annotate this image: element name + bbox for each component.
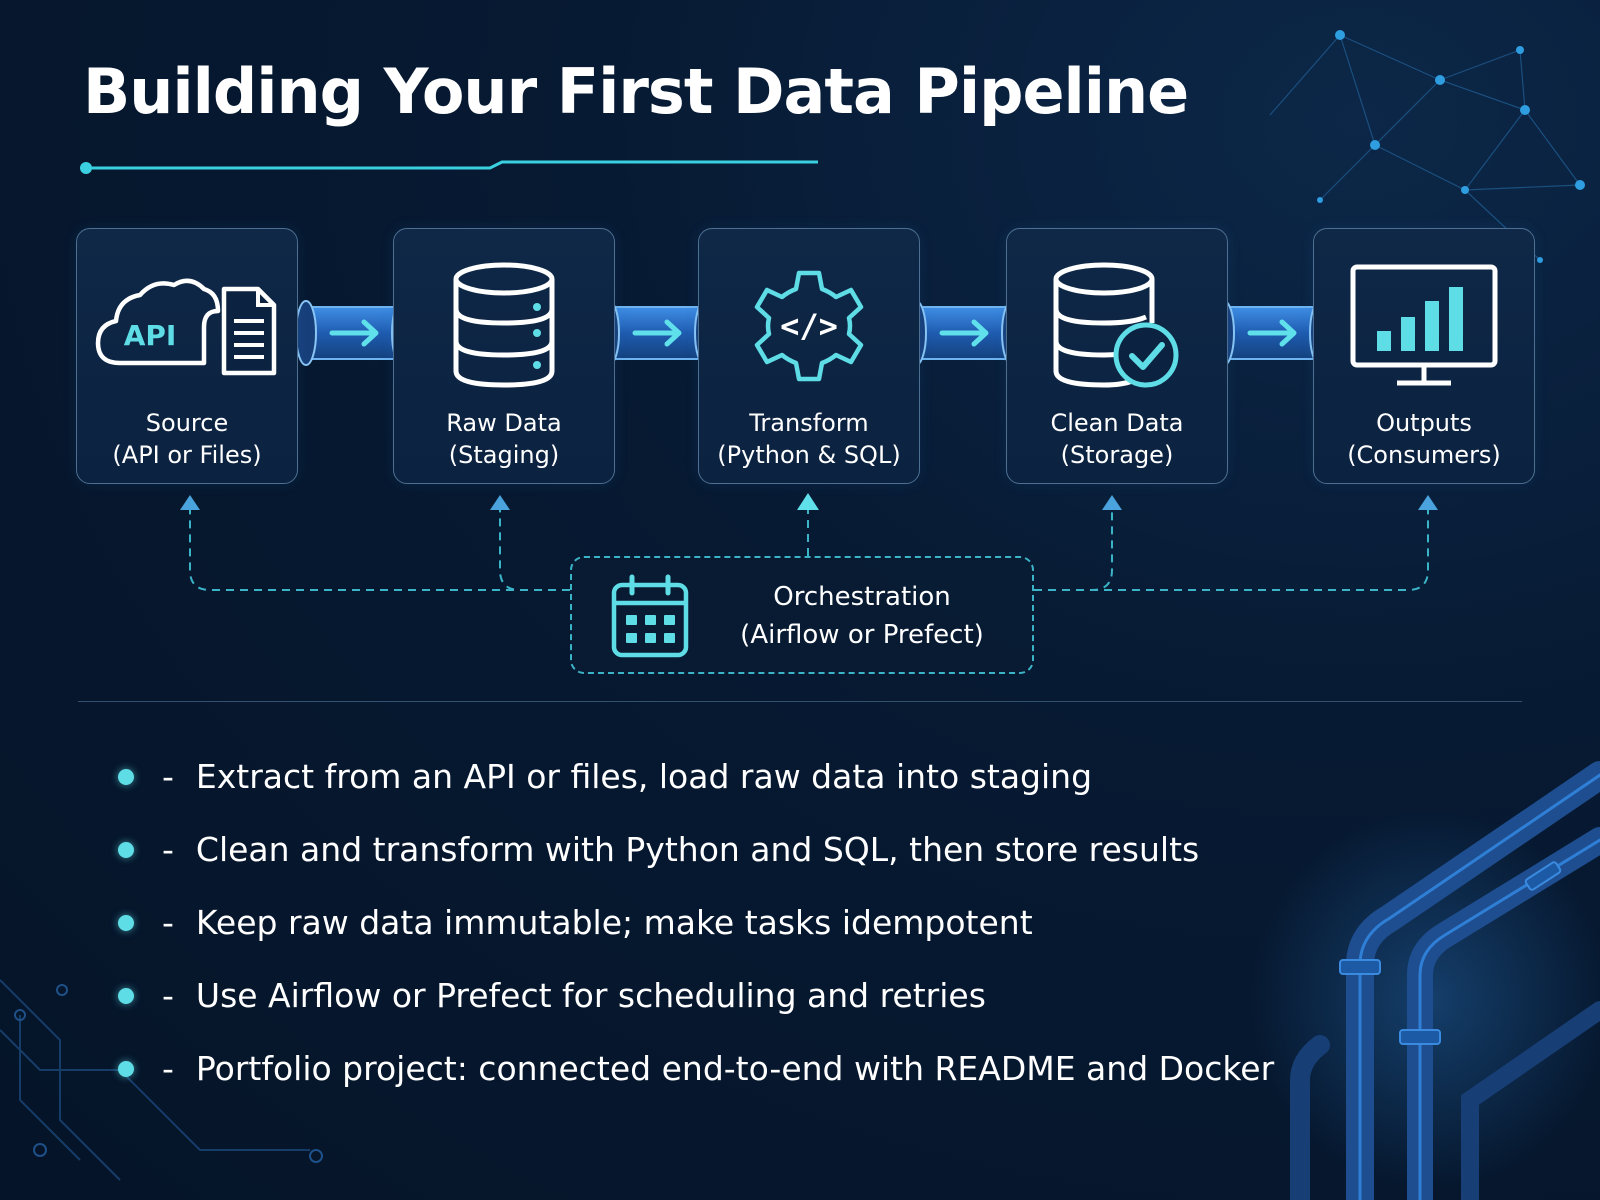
bullet-item: - Use Airflow or Prefect for scheduling … xyxy=(118,959,1274,1032)
orchestration-links xyxy=(189,505,1429,591)
bullet-item: - Keep raw data immutable; make tasks id… xyxy=(118,886,1274,959)
stage-label: Raw Data xyxy=(446,409,562,437)
connector-pipe xyxy=(905,300,1023,366)
bullet-text: Use Airflow or Prefect for scheduling an… xyxy=(195,976,986,1015)
stage-sublabel: (Python & SQL) xyxy=(717,441,901,469)
bullet-dot xyxy=(118,768,134,785)
cloud-api-file-icon: API xyxy=(77,251,297,401)
gear-code-icon: </> xyxy=(699,251,919,401)
database-icon xyxy=(394,251,614,401)
bullet-dot xyxy=(118,987,134,1004)
stage-label: Clean Data xyxy=(1050,409,1184,437)
bullet-list: - Extract from an API or files, load raw… xyxy=(118,740,1274,1105)
stage-sublabel: (Staging) xyxy=(448,441,560,469)
bullet-dot xyxy=(118,841,134,858)
stage-label: Source xyxy=(145,409,229,437)
orchestration-label: Orchestration xyxy=(773,582,951,612)
bullet-dot xyxy=(118,914,134,931)
bullet-item: - Clean and transform with Python and SQ… xyxy=(118,813,1274,886)
bullet-dot xyxy=(118,1060,134,1077)
title-underline xyxy=(80,160,818,174)
stage-sublabel: (Storage) xyxy=(1060,441,1174,469)
bullet-dash: - xyxy=(162,903,174,942)
bullet-dash: - xyxy=(162,976,174,1015)
bullet-text: Portfolio project: connected end-to-end … xyxy=(195,1049,1275,1088)
bullet-dash: - xyxy=(162,830,174,869)
stage-label: Outputs xyxy=(1376,409,1472,437)
database-check-icon xyxy=(1007,251,1227,401)
stage-clean-data: Clean Data (Storage) xyxy=(1006,228,1228,484)
api-badge: API xyxy=(124,319,177,352)
section-divider xyxy=(78,701,1522,702)
orchestration-sublabel: (Airflow or Prefect) xyxy=(740,620,984,650)
bullet-item: - Extract from an API or files, load raw… xyxy=(118,740,1274,813)
bullet-dash: - xyxy=(162,757,174,796)
stage-raw-data: Raw Data (Staging) xyxy=(393,228,615,484)
stage-sublabel: (Consumers) xyxy=(1347,441,1501,469)
stage-outputs: Outputs (Consumers) xyxy=(1313,228,1535,484)
bullet-item: - Portfolio project: connected end-to-en… xyxy=(118,1032,1274,1105)
bullet-text: Keep raw data immutable; make tasks idem… xyxy=(195,903,1033,942)
stage-label: Transform xyxy=(749,409,869,437)
calendar-icon xyxy=(610,573,690,663)
bullet-text: Extract from an API or files, load raw d… xyxy=(195,757,1093,796)
bullet-text: Clean and transform with Python and SQL,… xyxy=(195,830,1200,869)
code-badge: </> xyxy=(780,307,838,345)
stage-source: API Source (API or Files) xyxy=(76,228,298,484)
orchestration-box: Orchestration (Airflow or Prefect) xyxy=(570,556,1034,674)
bullet-dash: - xyxy=(162,1049,174,1088)
page-title: Building Your First Data Pipeline xyxy=(83,55,1189,128)
stage-sublabel: (API or Files) xyxy=(112,441,262,469)
monitor-chart-icon xyxy=(1314,251,1534,401)
stage-transform: </> Transform (Python & SQL) xyxy=(698,228,920,484)
